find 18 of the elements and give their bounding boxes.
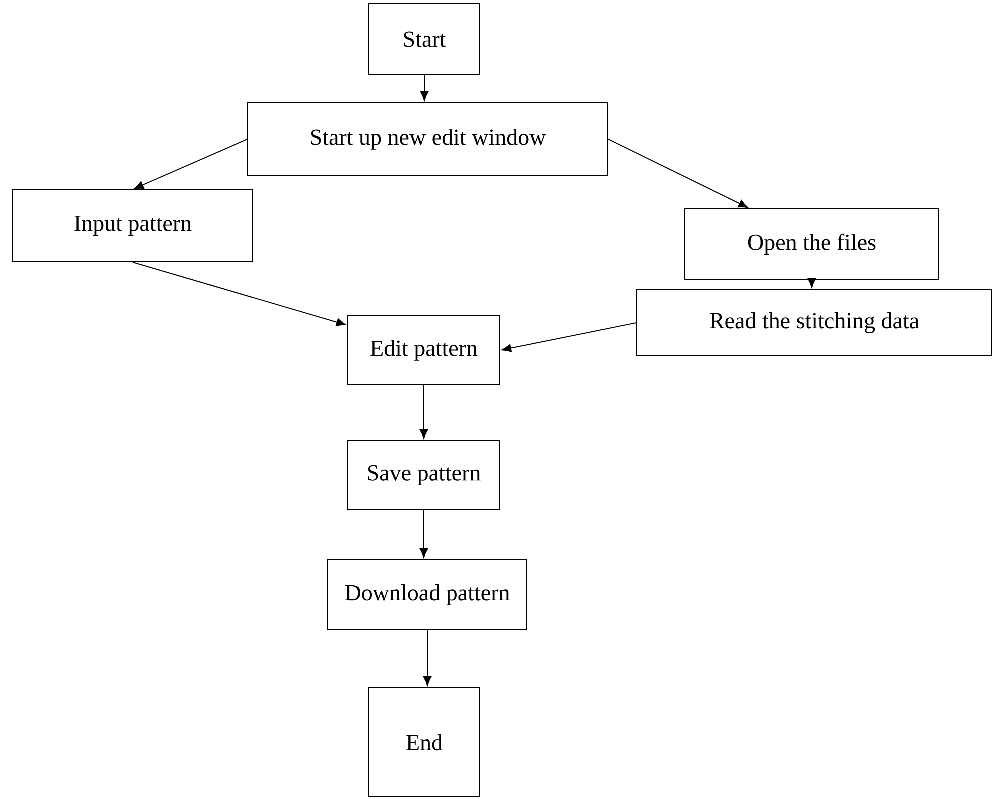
arrow [420, 74, 429, 102]
process-box: Open the files [684, 208, 940, 280]
arrow [132, 262, 346, 326]
process-box: Download pattern [328, 559, 528, 630]
process-box: Edit pattern [348, 315, 500, 386]
arrow [608, 138, 748, 208]
process-box: Start [368, 3, 480, 76]
process-box: End [368, 687, 480, 798]
process-box: Read the stitching data [636, 289, 992, 356]
process-box: Input pattern [12, 189, 254, 262]
process-box: Save pattern [348, 440, 500, 510]
arrow [502, 322, 637, 352]
process-box: Start up new edit window [248, 102, 608, 176]
arrow [134, 138, 248, 190]
arrow [423, 630, 432, 686]
arrow [420, 510, 428, 558]
arrow [808, 278, 816, 288]
arrow [420, 384, 428, 440]
